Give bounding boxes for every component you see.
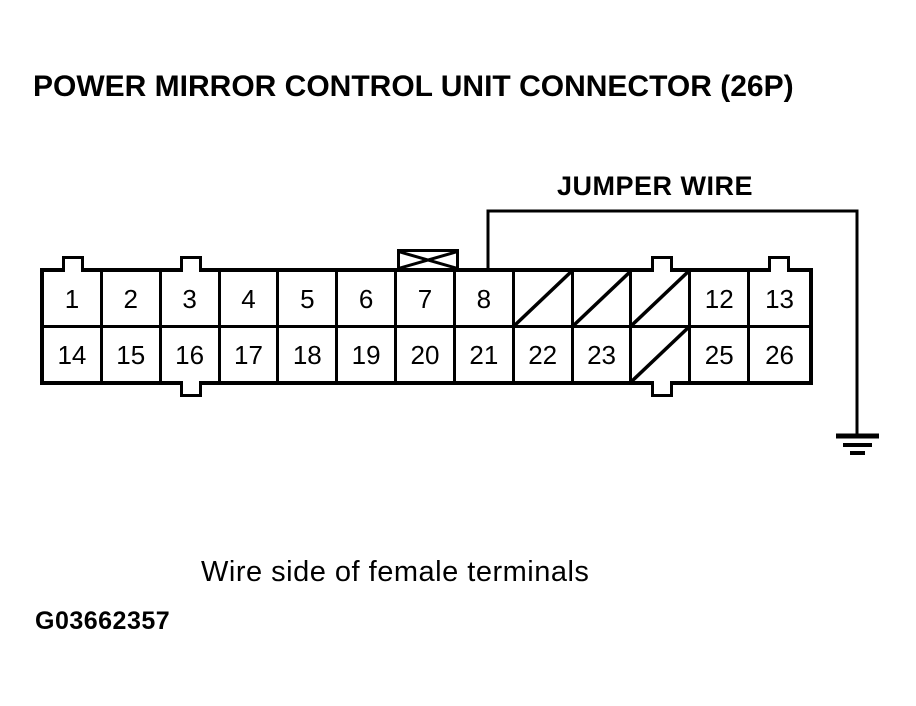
connector-tab-icon: [651, 256, 673, 276]
terminal-cell-1: 1: [44, 272, 103, 328]
diagonal-slash-icon: [632, 328, 688, 381]
connector-tab-icon: [768, 256, 790, 276]
blocked-position: [632, 272, 692, 328]
terminal-cell-13: 13: [750, 272, 809, 328]
terminal-cell-22: 22: [514, 328, 574, 381]
terminal-cell-4: 4: [220, 272, 280, 328]
jumper-wire-label: JUMPER WIRE: [557, 171, 754, 201]
jumper-wire-line: [486, 209, 859, 436]
diagonal-slash-icon: [632, 272, 688, 325]
terminal-cell-5: 5: [279, 272, 339, 328]
terminal-cell-2: 2: [102, 272, 162, 328]
connector-row-bottom: 14 15 16 17 18 19 20 21 22 23 25 26: [44, 328, 809, 381]
caption: Wire side of female terminals: [201, 556, 590, 588]
blocked-position: [514, 272, 574, 328]
terminal-cell-8: 8: [455, 272, 515, 328]
connector-body-26p: 1 2 3 4 5 6 7 8 12: [40, 249, 813, 397]
diagonal-slash-icon: [515, 272, 571, 325]
terminal-cell-12: 12: [691, 272, 751, 328]
terminal-cell-21: 21: [455, 328, 515, 381]
connector-tab-icon: [180, 256, 202, 276]
ground-symbol-icon: [836, 433, 879, 455]
terminal-cell-19: 19: [338, 328, 398, 381]
figure-code: G03662357: [35, 607, 171, 635]
blocked-position: [573, 272, 633, 328]
terminal-cell-16: 16: [161, 328, 221, 381]
crossed-box-x: [400, 252, 456, 268]
terminal-cell-26: 26: [750, 328, 809, 381]
terminal-cell-6: 6: [338, 272, 398, 328]
terminal-cell-7: 7: [397, 272, 456, 328]
terminal-cell-23: 23: [573, 328, 633, 381]
terminal-cell-3: 3: [161, 272, 221, 328]
blocked-position: [632, 328, 692, 381]
terminal-cell-18: 18: [279, 328, 339, 381]
connector-row-top: 1 2 3 4 5 6 7 8 12: [44, 272, 809, 328]
diagonal-slash-icon: [574, 272, 630, 325]
diagram-title: POWER MIRROR CONTROL UNIT CONNECTOR (26P…: [33, 70, 794, 103]
terminal-cell-20: 20: [397, 328, 456, 381]
terminal-cell-15: 15: [102, 328, 162, 381]
terminal-cell-14: 14: [44, 328, 103, 381]
connector-tab-icon: [62, 256, 84, 276]
terminal-cell-25: 25: [691, 328, 751, 381]
keyway-crossed-box-icon: [397, 249, 459, 268]
connector-tab-icon: [180, 377, 202, 397]
connector-tab-icon: [651, 377, 673, 397]
terminal-cell-17: 17: [220, 328, 280, 381]
